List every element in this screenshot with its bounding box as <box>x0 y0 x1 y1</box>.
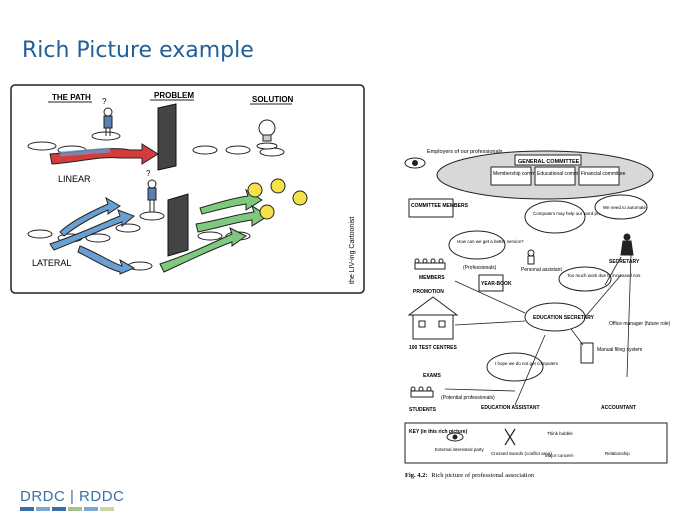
lateral-blue-arrows <box>49 196 136 275</box>
lateral-lightbulbs-icon <box>247 178 308 220</box>
better-service-text: How can we get a better service? <box>457 239 524 244</box>
key-think: Think bubble <box>547 431 573 436</box>
we-need-automate-text: We need to automate <box>603 205 646 210</box>
key-crossed: Crossed swords (conflict area) <box>491 451 552 456</box>
members-label: MEMBERS <box>419 275 445 281</box>
key-relationship: Relationship <box>605 451 630 456</box>
key-box <box>404 422 668 464</box>
drdc-logo: DRDC | RDDC <box>20 488 125 505</box>
professionals-label: (Professionals) <box>463 265 497 271</box>
lateral-person-icon <box>147 179 157 212</box>
linear-label: LINEAR <box>58 174 91 184</box>
professional-association-rich-picture: Employers of our professionals GENERAL C… <box>404 149 671 479</box>
manual-filing-label: Manual filing system <box>597 347 642 353</box>
committee-members-label: COMMITTEE MEMBERS <box>411 203 469 209</box>
problem-label: PROBLEM <box>154 91 194 100</box>
linear-lightbulb-icon <box>256 119 278 150</box>
education-secretary-label: EDUCATION SECRETARY <box>533 315 595 321</box>
key-major: Major concern <box>545 453 574 458</box>
exams-label: EXAMS <box>423 373 441 379</box>
linear-lateral-cartoon: THE PATH PROBLEM SOLUTION ? LINEAR <box>10 84 365 294</box>
caption-fig: Fig. 4.2: <box>405 472 428 479</box>
crossed-swords-icon <box>504 428 516 446</box>
lateral-green-arrows <box>159 188 269 273</box>
cartoonist-signature: the LIV-ing Cartoonist <box>349 217 356 284</box>
year-book-label: YEAR-BOOK <box>481 281 512 287</box>
key-external: External interested party <box>435 447 485 452</box>
too-much-work-text: Too much work due to increased nos. <box>567 273 642 278</box>
svg-text:Fig. 4.2: Rich picture of: Fig. 4.2: Rich picture of professional a… <box>405 472 535 479</box>
lateral-problem-wall <box>167 193 189 257</box>
slide-title: Rich Picture example <box>22 38 254 63</box>
relationship-arrows <box>444 254 632 406</box>
logo-dots <box>20 507 114 511</box>
employers-text: Employers of our professionals <box>427 149 503 155</box>
membership-committee-label: Membership committee <box>493 171 545 177</box>
potential-professionals-label: (Potential professionals) <box>441 395 495 401</box>
members-people-icon <box>414 258 446 270</box>
the-path-label: THE PATH <box>52 93 91 102</box>
key-title: KEY (in this rich picture) <box>409 429 468 435</box>
secretary-label: SECRETARY <box>609 259 640 265</box>
hope-computers-text: I hope we do not get computers <box>495 361 559 366</box>
personal-assistant-icon <box>527 249 535 265</box>
computers-may-help-text: Computers may help our word processing <box>533 211 617 216</box>
eye-icon <box>404 157 426 169</box>
financial-committee-label: Financial committee <box>581 171 626 177</box>
test-centres-label: 100 TEST CENTRES <box>409 345 457 351</box>
educational-committee-label: Educational committee <box>537 171 588 177</box>
lateral-label: LATERAL <box>32 258 71 268</box>
personal-assistant-label: Personal assistant <box>521 267 562 273</box>
filing-cabinet-icon <box>580 342 594 364</box>
key-eye-icon <box>446 432 464 442</box>
students-label: STUDENTS <box>409 407 437 413</box>
promotion-label: PROMOTION <box>413 289 444 295</box>
linear-problem-wall <box>157 103 177 171</box>
office-manager-label: Office manager (future role) <box>609 321 671 327</box>
education-assistant-label: EDUCATION ASSISTANT <box>481 405 540 411</box>
caption-text: Rich picture of professional association <box>431 472 535 479</box>
accountant-label: ACCOUNTANT <box>601 405 636 411</box>
general-committee-label: GENERAL COMMITTEE <box>518 159 580 165</box>
students-people-icon <box>410 386 434 398</box>
secretary-icon <box>620 233 634 256</box>
linear-person-icon <box>103 107 113 136</box>
question-mark: ? <box>102 97 107 106</box>
solution-label: SOLUTION <box>252 95 294 104</box>
question-mark-lateral: ? <box>146 169 151 178</box>
test-centre-house-icon <box>407 296 459 340</box>
